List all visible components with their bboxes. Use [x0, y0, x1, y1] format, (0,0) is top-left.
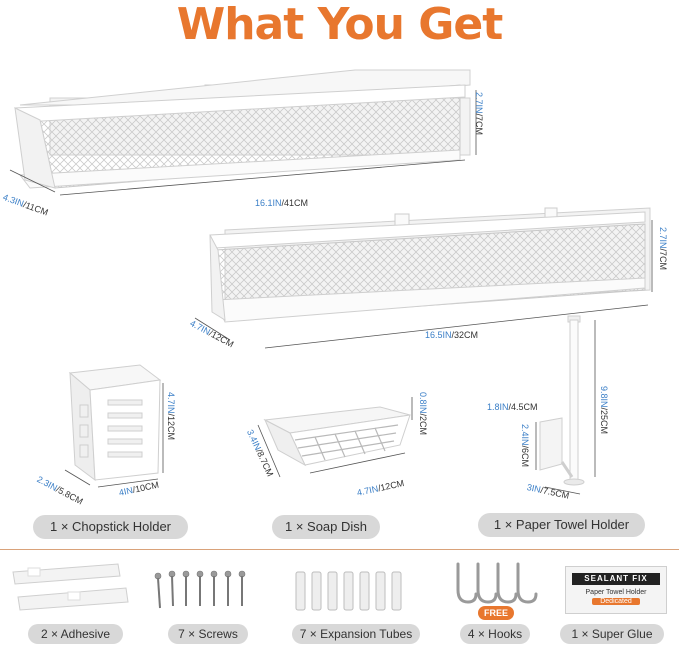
adhesive-label: 2 × Adhesive [28, 624, 123, 644]
hooks-label: 4 × Hooks [460, 624, 530, 644]
paper-towel-holder-image [535, 315, 596, 495]
towel-height-in: 9.8IN [599, 386, 609, 408]
shelf-1-width-cm: /41CM [281, 198, 309, 208]
towel-plate-cm: /6CM [520, 445, 530, 468]
glue-sub: Paper Towel Holder [585, 589, 647, 596]
page-title: What You Get [176, 0, 504, 50]
towel-height-label: 9.8IN/25CM [599, 386, 609, 434]
shelf-2-image [194, 207, 653, 349]
towel-plate-label: 2.4IN/6CM [520, 424, 530, 467]
chopstick-height-cm: /12CM [166, 413, 176, 441]
soap-height-in: 0.8IN [418, 392, 428, 414]
shelf-1-height-cm: /7CM [474, 113, 484, 136]
screws-label: 7 × Screws [168, 624, 248, 644]
expansion-tubes-image [295, 571, 402, 611]
soap-height-cm: /2CM [418, 413, 428, 436]
shelf-2-height-cm: /7CM [658, 248, 668, 271]
super-glue-image: SEALANT FIX Paper Towel Holder Dedicated [565, 566, 667, 614]
screws-image [154, 570, 246, 609]
chopstick-height-in: 4.7IN [166, 392, 176, 414]
towel-height-cm: /25CM [599, 407, 609, 435]
soap-dish-image [257, 397, 413, 478]
shelf-2-width-label: 16.5IN/32CM [425, 330, 478, 340]
shelf-2-height-label: 2.7IN/7CM [658, 227, 668, 270]
shelf-1-image [9, 69, 477, 196]
towel-arm-label: 1.8IN/4.5CM [487, 402, 538, 412]
hooks-free-badge: FREE [478, 606, 514, 620]
glue-brand: SEALANT FIX [572, 573, 660, 585]
soap-height-label: 0.8IN/2CM [418, 392, 428, 435]
chopstick-holder-label: 1 × Chopstick Holder [33, 515, 188, 539]
chopstick-height-label: 4.7IN/12CM [166, 392, 176, 440]
shelf-2-height-in: 2.7IN [658, 227, 668, 249]
expansion-tubes-label: 7 × Expansion Tubes [292, 624, 420, 644]
chopstick-holder-image [64, 364, 164, 488]
shelf-1-height-label: 2.7IN/7CM [474, 92, 484, 135]
hooks-image [456, 562, 538, 604]
super-glue-label: 1 × Super Glue [560, 624, 664, 644]
towel-arm-cm: /4.5CM [508, 402, 538, 412]
shelf-1-height-in: 2.7IN [474, 92, 484, 114]
shelf-2-width-in: 16.5IN [425, 330, 452, 340]
section-divider [0, 549, 679, 550]
shelf-1-width-label: 16.1IN/41CM [255, 198, 308, 208]
shelf-1-width-in: 16.1IN [255, 198, 282, 208]
soap-dish-label: 1 × Soap Dish [272, 515, 380, 539]
shelf-2-width-cm: /32CM [451, 330, 479, 340]
towel-arm-in: 1.8IN [487, 402, 509, 412]
glue-dedicated: Dedicated [592, 598, 640, 605]
adhesive-image [12, 563, 129, 611]
towel-plate-in: 2.4IN [520, 424, 530, 446]
paper-towel-holder-label: 1 × Paper Towel Holder [478, 513, 645, 537]
